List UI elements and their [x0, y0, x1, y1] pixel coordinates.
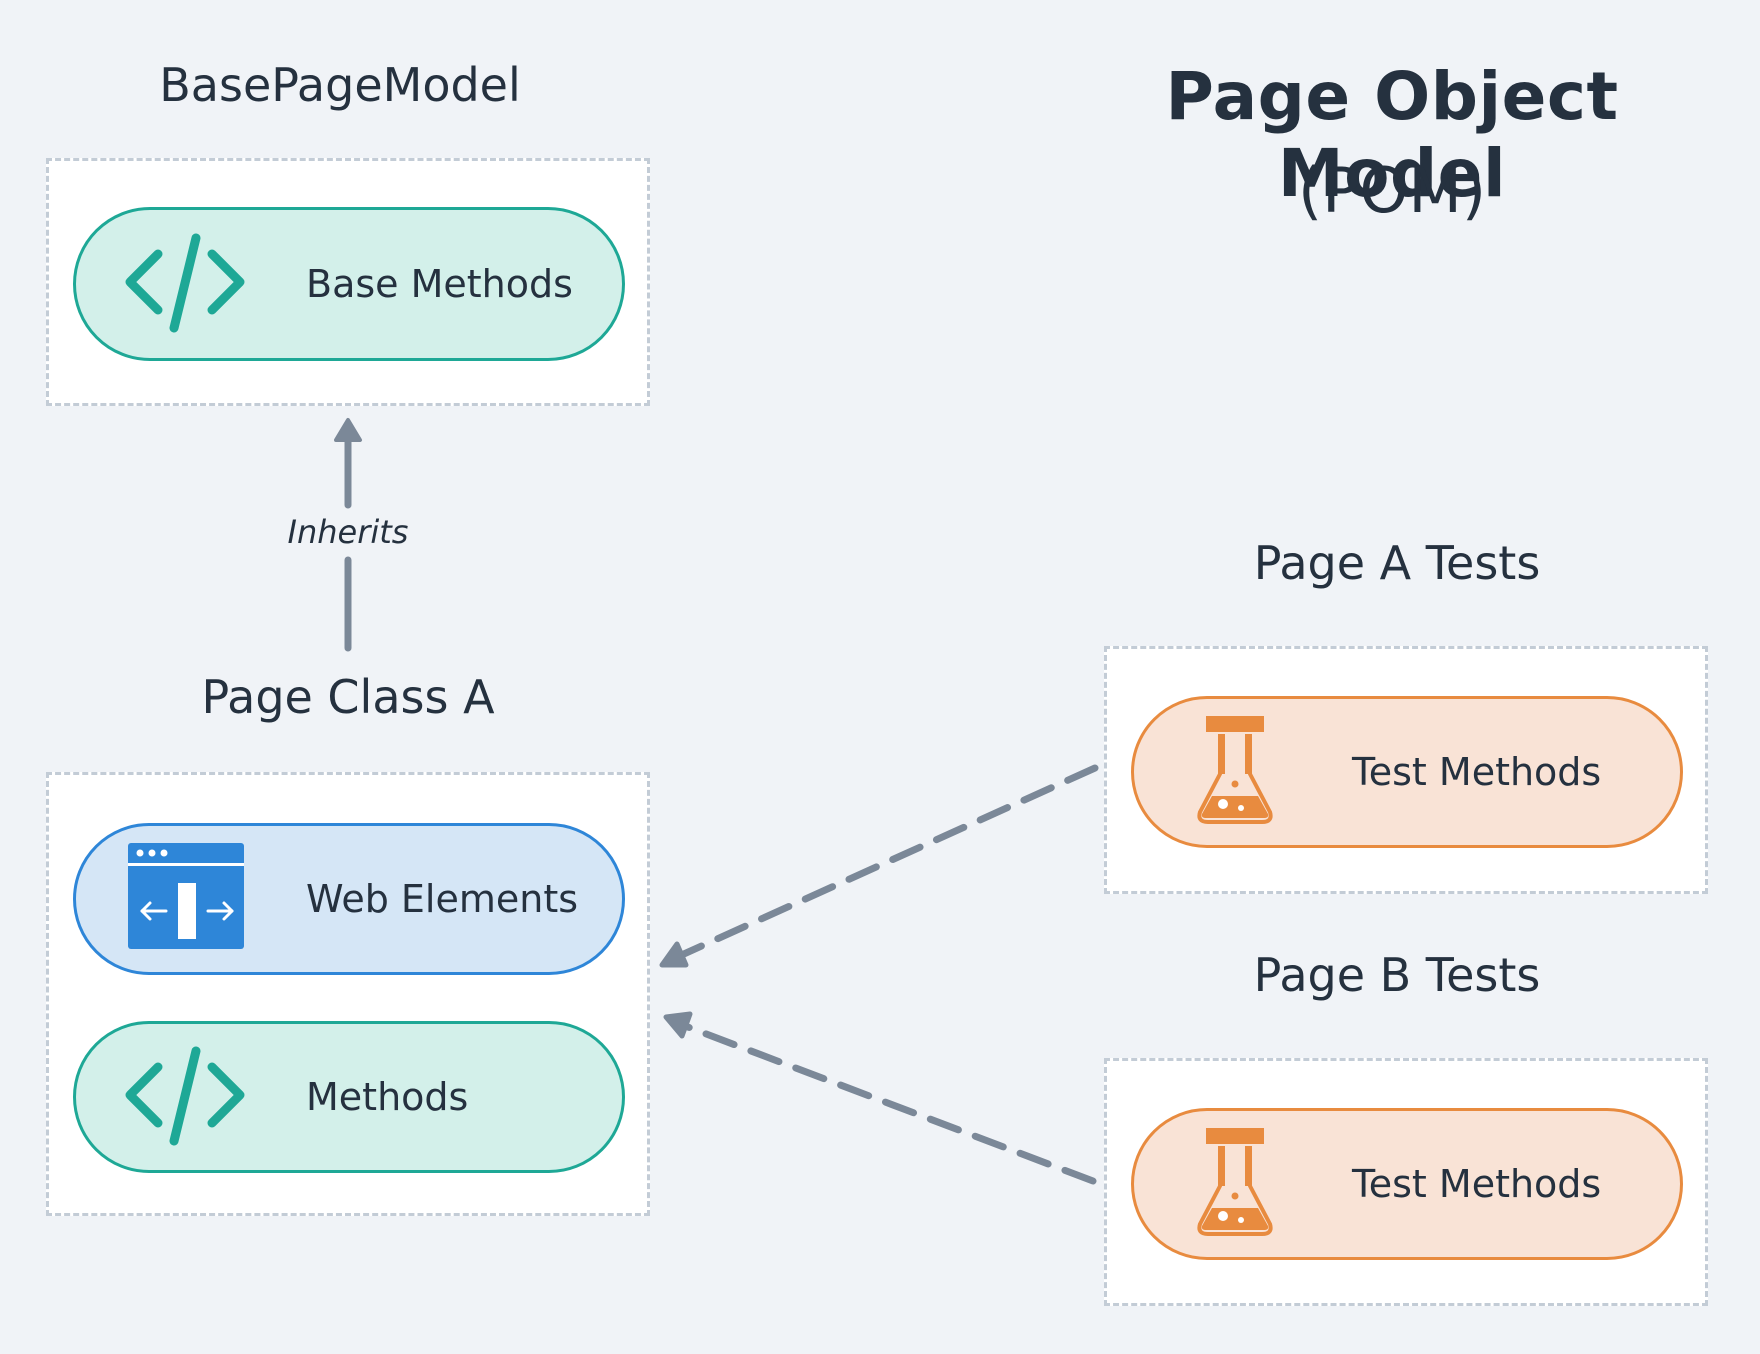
page-class-a-panel: Web Elements Methods [46, 772, 650, 1216]
page-b-tests-label: Page B Tests [1253, 948, 1541, 1002]
page-b-test-methods-pill[interactable]: Test Methods [1131, 1108, 1683, 1260]
web-elements-pill[interactable]: Web Elements [73, 823, 625, 975]
code-icon [120, 224, 250, 344]
methods-pill[interactable]: Methods [73, 1021, 625, 1173]
web-elements-label: Web Elements [306, 877, 579, 921]
diagram-subtitle: (POM) [1297, 154, 1487, 227]
inherits-label: Inherits [228, 513, 468, 551]
methods-label: Methods [306, 1075, 469, 1119]
page-b-tests-arrowhead [663, 1011, 693, 1039]
inherits-arrow-head [334, 418, 362, 442]
page-a-test-methods-pill[interactable]: Test Methods [1131, 696, 1683, 848]
base-methods-label: Base Methods [306, 262, 573, 306]
base-page-model-label: BasePageModel [159, 58, 521, 112]
browser-window-icon [120, 839, 250, 959]
page-b-tests-arrow [676, 1020, 1097, 1185]
page-a-tests-label: Page A Tests [1253, 536, 1541, 590]
page-a-test-methods-label: Test Methods [1352, 750, 1602, 794]
page-b-test-methods-label: Test Methods [1352, 1162, 1602, 1206]
page-class-a-label: Page Class A [201, 670, 495, 724]
diagram-title: Page Object Model [1165, 58, 1619, 212]
page-b-tests-panel: Test Methods [1104, 1058, 1708, 1306]
flask-icon [1192, 1124, 1278, 1244]
base-page-model-panel: Base Methods [46, 158, 650, 406]
code-icon [120, 1037, 250, 1157]
page-a-tests-arrow [671, 764, 1099, 962]
base-methods-pill[interactable]: Base Methods [73, 207, 625, 361]
flask-icon [1192, 712, 1278, 832]
page-a-tests-panel: Test Methods [1104, 646, 1708, 894]
page-a-tests-arrowhead [659, 941, 689, 968]
